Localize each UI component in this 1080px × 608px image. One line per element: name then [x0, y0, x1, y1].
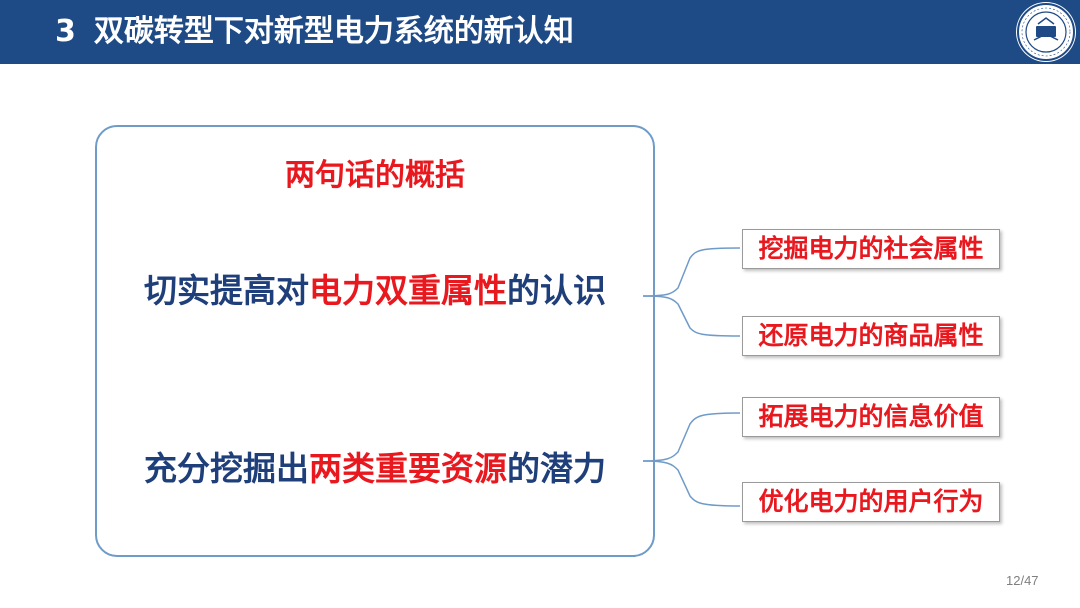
page-number: 12/47	[1006, 573, 1039, 588]
statement-prefix: 充分挖掘出	[144, 449, 309, 488]
summary-box	[95, 125, 655, 557]
statement-highlight: 两类重要资源	[309, 449, 507, 488]
brace-bottom	[642, 460, 741, 507]
statement-two-resources: 充分挖掘出两类重要资源的潜力	[95, 442, 655, 490]
statement-suffix: 的认识	[507, 271, 606, 310]
point-social-attribute: 挖掘电力的社会属性	[742, 229, 1000, 269]
brace-top	[642, 295, 741, 337]
header-bar: 3 双碳转型下对新型电力系统的新认知	[0, 0, 1080, 64]
statement-highlight: 电力双重属性	[309, 271, 507, 310]
statement-prefix: 切实提高对	[144, 271, 309, 310]
statement-dual-attributes: 切实提高对电力双重属性的认识	[95, 264, 655, 312]
statement-suffix: 的潜力	[507, 449, 606, 488]
title-text: 双碳转型下对新型电力系统的新认知	[93, 14, 574, 49]
summary-heading: 两句话的概括	[285, 158, 465, 193]
university-seal-icon	[1016, 2, 1076, 62]
section-number: 3	[55, 14, 76, 49]
point-commodity-attribute: 还原电力的商品属性	[742, 316, 1000, 356]
brace-top	[642, 247, 741, 297]
point-user-behavior: 优化电力的用户行为	[742, 482, 1000, 522]
point-information-value: 拓展电力的信息价值	[742, 397, 1000, 437]
page-title: 3 双碳转型下对新型电力系统的新认知	[55, 12, 574, 52]
brace-bottom	[642, 412, 741, 462]
